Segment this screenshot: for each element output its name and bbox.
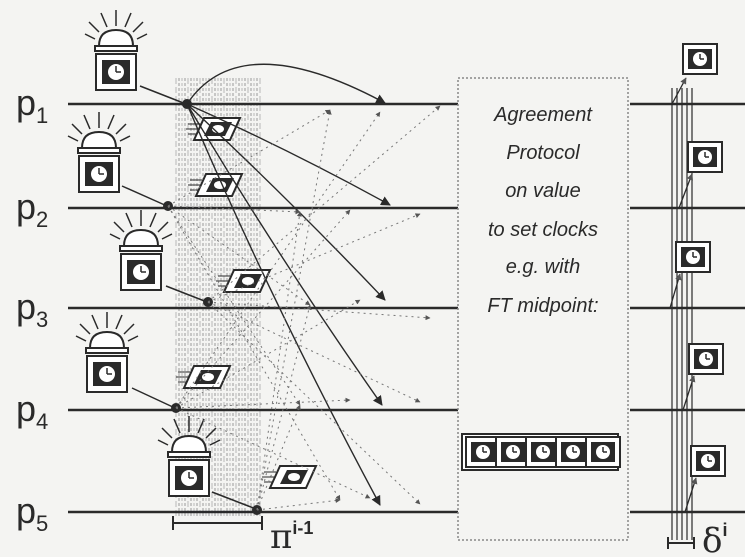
- dotted-message-arrow: [257, 110, 330, 510]
- dotted-message-arrow: [208, 302, 420, 504]
- clock-values-strip: [462, 434, 620, 470]
- timelines: [68, 104, 745, 512]
- protocol-line-5: e.g. with: [506, 256, 580, 278]
- clock-icon: [683, 44, 717, 74]
- clock-icon: [689, 344, 723, 374]
- dotted-message-arrow: [257, 500, 340, 510]
- clock-icon: [556, 437, 590, 467]
- process-label-4: p4: [16, 388, 48, 434]
- clock-icon: [496, 437, 530, 467]
- delta-label: δi: [702, 520, 728, 557]
- process-labels: p1 p2 p3 p4 p5: [16, 82, 48, 536]
- clock-icon: [676, 242, 710, 272]
- dotted-message-arrow: [176, 112, 380, 408]
- alarm-clock-icon: [110, 210, 172, 290]
- clock-icon: [466, 437, 500, 467]
- dotted-message-arrow: [208, 302, 430, 318]
- process-label-1: p1: [16, 82, 48, 128]
- clock-icon: [526, 437, 560, 467]
- protocol-line-2: Protocol: [506, 142, 580, 164]
- protocol-line-6: FT midpoint:: [487, 295, 598, 317]
- protocol-line-4: to set clocks: [488, 219, 598, 241]
- protocol-line-3: on value: [505, 180, 581, 202]
- clock-icon: [586, 437, 620, 467]
- clock-icon: [688, 142, 722, 172]
- pi-interval: πi-1: [173, 516, 313, 557]
- process-label-5: p5: [16, 490, 48, 536]
- alarm-clock-icon: [158, 416, 220, 496]
- message-envelope-icon: [176, 366, 230, 388]
- alarm-clock-icon: [85, 10, 147, 90]
- process-label-3: p3: [16, 286, 48, 332]
- protocol-line-1: Agreement: [493, 104, 593, 126]
- clock-icon: [691, 446, 725, 476]
- alarm-clock-icon: [68, 112, 130, 192]
- message-envelope-icon: [188, 174, 242, 196]
- dotted-message-arrow: [176, 300, 360, 408]
- process-label-2: p2: [16, 186, 48, 232]
- pi-label: πi-1: [270, 517, 313, 557]
- dotted-message-arrow: [208, 302, 420, 402]
- alarm-clock-icon: [76, 312, 138, 392]
- agreement-protocol-box: Agreement Protocol on value to set clock…: [458, 78, 628, 540]
- dotted-message-arrow: [176, 400, 350, 408]
- dotted-message-arrow: [257, 405, 300, 510]
